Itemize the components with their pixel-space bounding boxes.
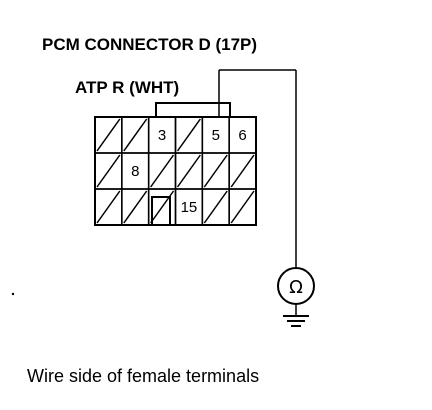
terminal-number: 6 [238,127,246,144]
ohm-symbol: Ω [289,277,303,298]
unused-terminal-hatch [230,190,255,224]
terminal-number: 8 [131,163,139,180]
stray-mark [11,292,15,296]
terminal-number: 5 [212,127,220,144]
caption: Wire side of female terminals [27,366,259,386]
unused-terminal-hatch [96,190,121,224]
unused-terminal-hatch [123,190,148,224]
unused-terminal-hatch [96,118,121,152]
unused-terminal-hatch [96,154,121,188]
unused-terminal-hatch [123,118,148,152]
test-lead-wire [218,69,297,268]
terminal-number: 3 [158,127,166,144]
terminal-number: 15 [181,199,198,216]
connector-title: PCM CONNECTOR D (17P) [42,35,257,54]
wire-label: ATP R (WHT) [75,78,179,97]
unused-terminal-hatch [150,190,175,224]
unused-terminal-hatch [203,154,228,188]
ohmmeter-icon: Ω [277,267,315,305]
unused-terminal-hatch [203,190,228,224]
unused-terminal-hatch [176,118,201,152]
unused-terminal-hatch [150,154,175,188]
ground-icon [283,304,309,327]
unused-terminal-hatch [230,154,255,188]
unused-terminal-hatch [176,154,201,188]
terminal-grid: 3 5 6 8 15 [94,116,257,226]
terminal-cell [228,188,257,226]
connector-body: 3 5 6 8 15 [94,102,257,226]
